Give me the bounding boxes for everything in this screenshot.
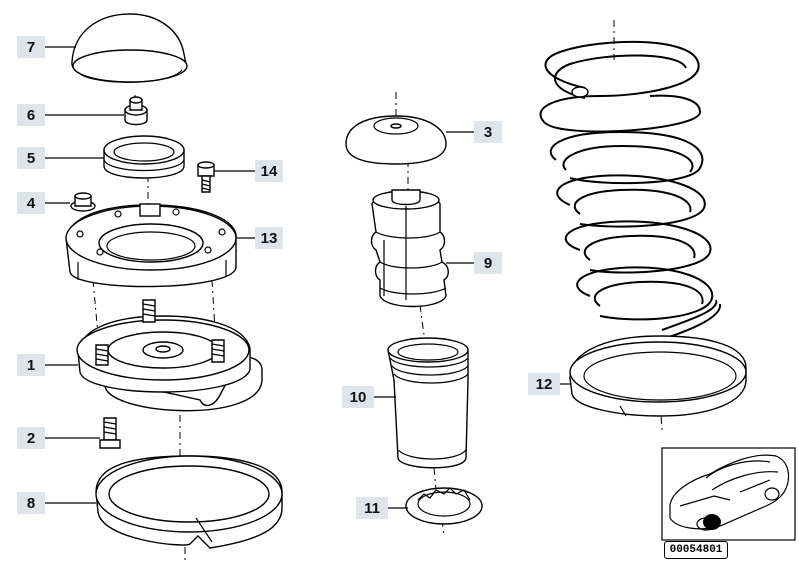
bolt-part-2	[99, 417, 121, 449]
callout-6[interactable]: 6	[17, 104, 45, 126]
callout-4[interactable]: 4	[17, 192, 45, 214]
upper-plate-part-3	[345, 115, 447, 165]
dust-cap-part-7	[71, 13, 188, 83]
spring-pad-part-12	[569, 335, 747, 417]
nut-part-6	[124, 96, 148, 126]
protective-tube-part-10	[387, 337, 469, 469]
callout-5[interactable]: 5	[17, 147, 45, 169]
reference-code-label: 00054801	[664, 541, 728, 559]
callout-1[interactable]: 1	[17, 354, 45, 376]
bolt-part-14	[197, 161, 215, 193]
callout-12[interactable]: 12	[528, 373, 560, 395]
callout-11[interactable]: 11	[356, 497, 388, 519]
retainer-ring-part-11	[405, 487, 483, 525]
spring-pad-part-8	[95, 455, 283, 549]
strut-mount-part-1	[76, 299, 263, 412]
vehicle-locator-inset	[661, 447, 796, 541]
callout-14[interactable]: 14	[255, 160, 283, 182]
axis-line	[433, 467, 437, 491]
callout-13[interactable]: 13	[255, 227, 283, 249]
bearing-part-5	[103, 135, 185, 179]
callout-10[interactable]: 10	[342, 386, 374, 408]
callout-3[interactable]: 3	[474, 121, 502, 143]
flange-nut-part-4	[70, 192, 96, 212]
callout-7[interactable]: 7	[17, 36, 45, 58]
callout-2[interactable]: 2	[17, 427, 45, 449]
support-plate-part-13	[65, 203, 237, 288]
leader-lines	[43, 46, 570, 509]
callout-9[interactable]: 9	[474, 252, 502, 274]
callout-8[interactable]: 8	[17, 492, 45, 514]
coil-spring	[539, 40, 722, 339]
bump-stop-part-9	[370, 189, 449, 308]
axis-line	[92, 279, 99, 336]
